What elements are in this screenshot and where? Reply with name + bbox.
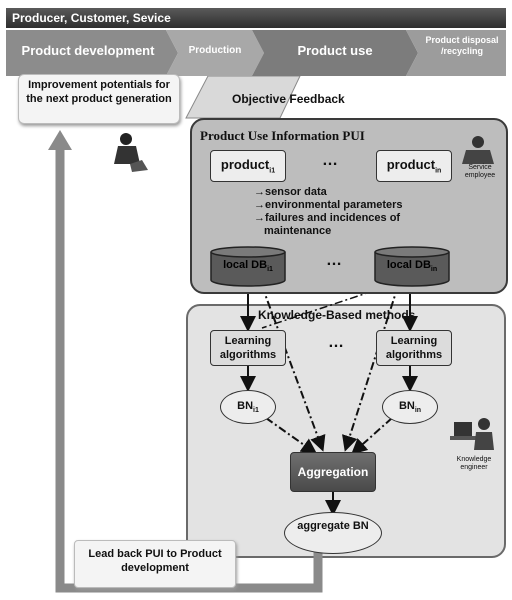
improvement-box: Improvement potentials for the next prod… bbox=[18, 74, 180, 124]
aggregate-bn: aggregate BN bbox=[284, 512, 382, 554]
product-i1-node: producti1 bbox=[210, 150, 286, 182]
phase-product-development: Product development bbox=[21, 43, 155, 58]
local-db-i1-text: local DBi1 bbox=[210, 259, 286, 273]
header-title: Producer, Customer, Sevice bbox=[12, 11, 171, 25]
lead-back-box: Lead back PUI to Product development bbox=[74, 540, 236, 588]
local-db-in: local DBin bbox=[374, 246, 450, 288]
pui-info-maintenance: maintenance bbox=[264, 225, 332, 237]
phase-chevrons bbox=[6, 30, 506, 76]
bn-in: BNin bbox=[382, 390, 438, 424]
kb-title: Knowledge-Based methods bbox=[258, 308, 416, 322]
dash-db1-aggregation bbox=[261, 285, 326, 452]
product-in-node: productin bbox=[376, 150, 452, 182]
phase-production: Production bbox=[188, 45, 242, 56]
local-db-in-sub: in bbox=[430, 266, 438, 274]
local-db-i1: local DBi1 bbox=[210, 246, 286, 288]
phase-disposal: Product disposal /recycling bbox=[425, 35, 499, 56]
learning-ellipsis: … bbox=[328, 334, 344, 351]
dash-dbn-aggregation bbox=[342, 285, 399, 452]
return-loop-arrowhead bbox=[48, 130, 72, 150]
local-db-i1-label: local DB bbox=[223, 259, 268, 271]
dash-bn1-aggregation bbox=[265, 417, 318, 455]
product-ellipsis: … bbox=[322, 152, 338, 169]
product-i1-sub: i1 bbox=[269, 167, 276, 175]
pui-info-sensor: →sensor data bbox=[254, 186, 327, 198]
pui-info-failures: →failures and incidences of bbox=[254, 212, 401, 224]
bn-i1: BNi1 bbox=[220, 390, 276, 424]
service-employee-icon: Service employee bbox=[458, 134, 502, 180]
bn-in-sub: in bbox=[414, 407, 422, 415]
lifecycle-phases: Product development Production Product u… bbox=[6, 30, 506, 76]
return-loop-arrow bbox=[55, 148, 323, 593]
lead-back-text: Lead back PUI to Product development bbox=[88, 548, 222, 574]
phase-product-use: Product use bbox=[297, 43, 373, 58]
knowledge-engineer-icon: Knowledge engineer bbox=[446, 414, 502, 480]
local-db-i1-sub: i1 bbox=[267, 266, 273, 274]
db-ellipsis: … bbox=[326, 252, 342, 269]
bn-in-label: BN bbox=[398, 400, 415, 412]
product-in-label: product bbox=[386, 157, 436, 172]
thinking-person-icon bbox=[108, 130, 152, 174]
pui-info-environment: →environmental parameters bbox=[254, 199, 403, 211]
local-db-in-text: local DBin bbox=[374, 259, 450, 273]
product-i1-label: product bbox=[220, 157, 270, 172]
local-db-in-label: local DB bbox=[386, 259, 431, 271]
header-bar: Producer, Customer, Sevice bbox=[6, 8, 506, 28]
bn-i1-label: BN bbox=[237, 400, 254, 412]
learning-algorithms-in: Learning algorithms bbox=[376, 330, 452, 366]
service-employee-label: Service employee bbox=[464, 164, 496, 179]
pui-title: Product Use Information PUI bbox=[200, 128, 365, 143]
aggregation-box: Aggregation bbox=[290, 452, 376, 492]
objective-feedback-label: Objective Feedback bbox=[232, 92, 345, 106]
improvement-text: Improvement potentials for the next prod… bbox=[26, 79, 172, 105]
dash-bnn-aggregation bbox=[351, 417, 393, 455]
pui-info-list: →sensor data →environmental parameters →… bbox=[254, 186, 403, 238]
bn-i1-sub: i1 bbox=[253, 407, 259, 415]
product-in-sub: in bbox=[435, 167, 442, 175]
knowledge-engineer-label: Knowledge engineer bbox=[456, 456, 492, 471]
learning-algorithms-i1: Learning algorithms bbox=[210, 330, 286, 366]
